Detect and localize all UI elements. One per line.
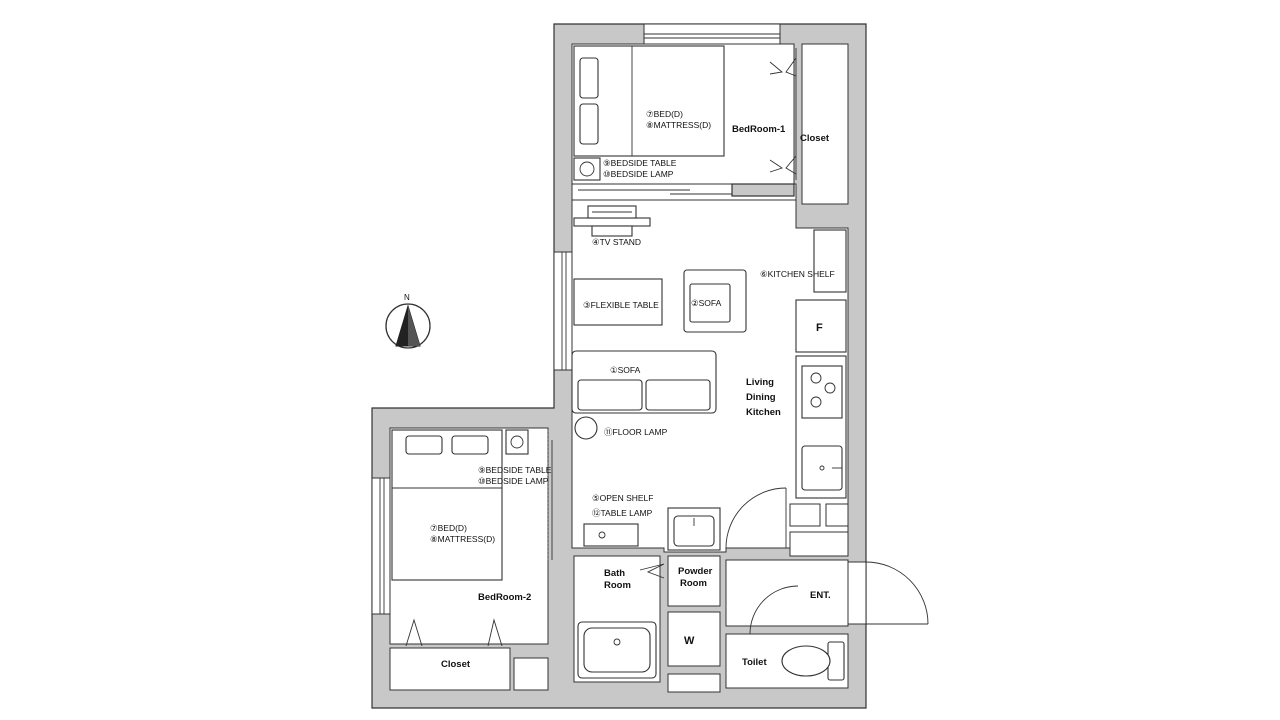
washer-box <box>667 611 721 667</box>
powder-door-swing <box>725 487 787 549</box>
closet-1-floor <box>801 43 849 205</box>
closet-1-label: Closet <box>800 133 830 144</box>
sofa-2 <box>683 269 747 333</box>
powder-label-2: Room <box>680 578 707 589</box>
fridge <box>795 299 847 353</box>
sofa-1 <box>571 350 717 414</box>
bedroom-1-label: BedRoom-1 <box>732 124 786 135</box>
sliding-door-bedroom-1 <box>571 183 797 201</box>
powder-sink <box>667 507 721 551</box>
powder-label-1: Powder <box>678 566 713 577</box>
bedside-table-2 <box>505 429 529 455</box>
table-lamp-label: ⑫TABLE LAMP <box>592 508 653 518</box>
closet-2-floor <box>389 647 511 691</box>
bedside-2-label-b: ⑩BEDSIDE LAMP <box>478 476 549 486</box>
bed-2-label-a: ⑦BED(D) <box>430 523 467 533</box>
bed-1-label-b: ⑧MATTRESS(D) <box>646 120 711 130</box>
closet-2-label: Closet <box>441 659 471 670</box>
entrance-floor <box>725 559 849 627</box>
north-compass: N <box>385 293 431 349</box>
kitchen-shelf <box>813 229 847 293</box>
kitchen-counter <box>795 355 847 499</box>
shoe-cabinet-3 <box>789 531 849 557</box>
tv-stand-label: ④TV STAND <box>592 237 641 247</box>
bedside-1-label-a: ⑨BEDSIDE TABLE <box>603 158 677 168</box>
sofa-1-label: ①SOFA <box>610 365 641 375</box>
open-shelf-label: ⑤OPEN SHELF <box>592 493 653 503</box>
closet-2-doors <box>405 618 503 647</box>
bed-2 <box>391 429 503 581</box>
sofa-2-label: ②SOFA <box>691 298 722 308</box>
bedside-2-label-a: ⑨BEDSIDE TABLE <box>478 465 552 475</box>
living-label-2: Dining <box>746 392 776 403</box>
bed-1 <box>573 45 725 157</box>
entrance-door <box>847 561 929 625</box>
entrance-label: ENT. <box>810 590 831 601</box>
window-bedroom2-left <box>371 477 391 615</box>
storage-small <box>667 673 721 693</box>
fridge-label: F <box>816 322 823 334</box>
living-label-3: Kitchen <box>746 407 781 418</box>
tv-stand <box>573 205 651 237</box>
closet-1-doors <box>769 48 797 180</box>
closet-2-side <box>513 657 549 691</box>
floor-lamp <box>574 416 598 440</box>
toilet-door-swing <box>749 585 799 635</box>
floor-lamp-label: ⑪FLOOR LAMP <box>604 427 668 437</box>
powder-room-floor <box>667 555 721 607</box>
bath-label-2: Room <box>604 580 631 591</box>
compass-north-label: N <box>404 293 410 302</box>
bedroom-2-label: BedRoom-2 <box>478 592 531 603</box>
washer-label: W <box>684 635 695 647</box>
bath-label-1: Bath <box>604 568 625 579</box>
shoe-cabinet-2 <box>825 503 849 527</box>
bath-faucet <box>639 563 665 579</box>
flexible-table-label: ③FLEXIBLE TABLE <box>583 300 659 310</box>
living-label-1: Living <box>746 377 774 388</box>
window-top <box>643 23 781 45</box>
toilet-bowl <box>781 641 845 681</box>
sliding-door-bedroom-2 <box>547 430 553 560</box>
bed-2-label-b: ⑧MATTRESS(D) <box>430 534 495 544</box>
bathtub <box>577 621 657 679</box>
bedside-1-label-b: ⑩BEDSIDE LAMP <box>603 169 674 179</box>
bedside-table-1 <box>573 157 601 181</box>
flexible-table <box>573 278 663 326</box>
kitchen-shelf-label: ⑥KITCHEN SHELF <box>760 269 835 279</box>
toilet-label: Toilet <box>742 657 767 668</box>
bed-1-label-a: ⑦BED(D) <box>646 109 683 119</box>
open-shelf <box>583 523 639 547</box>
window-living-left <box>553 251 573 371</box>
shoe-cabinet-1 <box>789 503 821 527</box>
